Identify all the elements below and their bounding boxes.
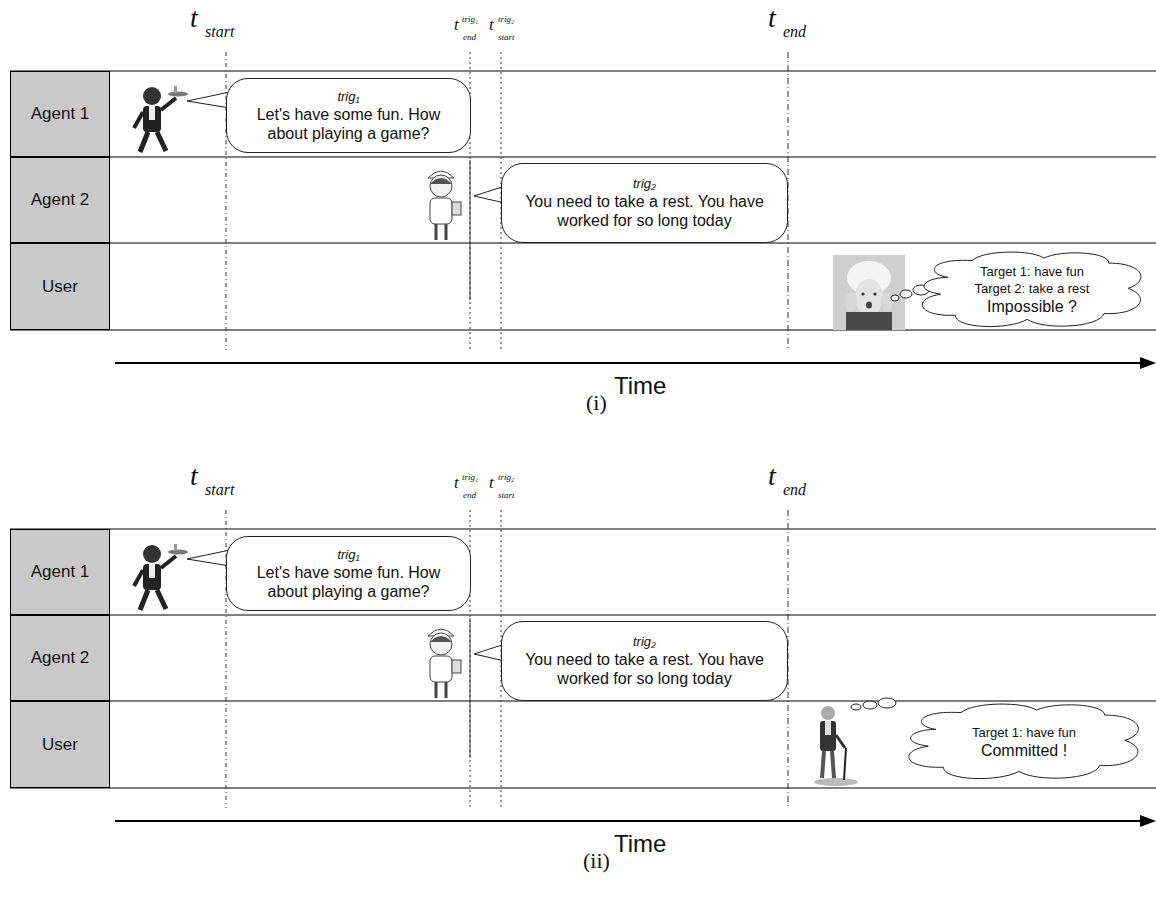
cloud-shape bbox=[922, 252, 1141, 327]
axis-label: Time bbox=[614, 374, 666, 398]
time-label: start bbox=[498, 491, 515, 500]
cloud-text: Target 1: have funCommitted ! bbox=[898, 700, 1150, 784]
drawing-part bbox=[851, 704, 861, 710]
drawing-part bbox=[825, 721, 831, 735]
drawing-part bbox=[861, 292, 864, 295]
speech-bubble: trig₂You need to take a rest. You have w… bbox=[501, 163, 788, 243]
axis-label: Time bbox=[614, 832, 666, 856]
drawing-part bbox=[832, 751, 834, 778]
time-label: t bbox=[190, 462, 198, 490]
drawing-part bbox=[878, 698, 896, 708]
thought-dots bbox=[851, 285, 929, 710]
trigger-name: trig₁ bbox=[337, 89, 359, 105]
row-header: Agent 2 bbox=[10, 157, 110, 243]
drawing-part bbox=[814, 778, 858, 786]
trigger-name: trig₁ bbox=[337, 547, 359, 563]
drawing-part bbox=[845, 292, 857, 312]
time-label: t bbox=[768, 4, 776, 32]
woman-photo bbox=[833, 255, 905, 330]
row-header: Agent 1 bbox=[10, 529, 110, 615]
time-label: end bbox=[463, 33, 476, 42]
drawing-part bbox=[820, 721, 836, 751]
time-label: t bbox=[454, 16, 459, 33]
time-label: trig₂ bbox=[498, 473, 514, 482]
node-text: Let's have some fun. How about playing a… bbox=[235, 563, 462, 601]
trigger-name: trig₂ bbox=[633, 176, 656, 192]
time-label: t bbox=[190, 4, 198, 32]
panel-caption: (ii) bbox=[583, 850, 610, 872]
thought-cloud: Target 1: have funTarget 2: take a restI… bbox=[912, 248, 1152, 332]
drawing-part bbox=[900, 290, 912, 298]
drawing-part bbox=[10, 52, 1156, 369]
drawing-part bbox=[822, 751, 824, 778]
node-text: Impossible ? bbox=[987, 297, 1077, 317]
drawing-part bbox=[836, 735, 845, 748]
time-label: start bbox=[498, 33, 515, 42]
drawing-part bbox=[844, 748, 846, 780]
node-text: You need to take a rest. You have worked… bbox=[510, 192, 779, 230]
trigger-name: trig₂ bbox=[633, 634, 656, 650]
drawing-part bbox=[873, 292, 876, 295]
node-text: Committed ! bbox=[981, 741, 1067, 761]
drawing-part bbox=[10, 510, 1156, 827]
time-label: t bbox=[768, 462, 776, 490]
node-text: Agent 2 bbox=[31, 190, 90, 210]
node-text: User bbox=[42, 735, 78, 755]
thought-cloud: Target 1: have funCommitted ! bbox=[898, 700, 1150, 784]
time-label: end bbox=[783, 24, 806, 40]
node-text: Agent 2 bbox=[31, 648, 90, 668]
drawing-part bbox=[846, 312, 892, 330]
row-header: User bbox=[10, 243, 110, 330]
node-text: Agent 1 bbox=[31, 562, 90, 582]
old-man-figure bbox=[814, 706, 858, 786]
drawing-part bbox=[863, 701, 877, 709]
drawing-part bbox=[881, 292, 893, 312]
time-label: start bbox=[205, 482, 234, 498]
node-text: Let's have some fun. How about playing a… bbox=[235, 105, 462, 143]
node-text: Agent 1 bbox=[31, 104, 90, 124]
drawing-part bbox=[866, 302, 872, 309]
node-text: User bbox=[42, 277, 78, 297]
time-label: trig₂ bbox=[498, 15, 514, 24]
cloud-text: Target 1: have funTarget 2: take a restI… bbox=[912, 248, 1152, 332]
speech-bubble: trig₁Let's have some fun. How about play… bbox=[226, 78, 471, 153]
time-label: end bbox=[463, 491, 476, 500]
drawing-part bbox=[821, 706, 835, 720]
drawing-part bbox=[833, 255, 905, 330]
row-header: User bbox=[10, 701, 110, 788]
time-label: end bbox=[783, 482, 806, 498]
speech-bubble: trig₂You need to take a rest. You have w… bbox=[501, 621, 788, 701]
time-label: t bbox=[489, 16, 494, 33]
time-label: t bbox=[454, 474, 459, 491]
time-label: trig₁ bbox=[462, 473, 478, 482]
node-text: Target 2: take a rest bbox=[975, 280, 1090, 297]
node-text: Target 1: have fun bbox=[980, 263, 1084, 280]
speech-bubble: trig₁Let's have some fun. How about play… bbox=[226, 536, 471, 611]
drawing-part bbox=[855, 279, 883, 315]
node-text: You need to take a rest. You have worked… bbox=[510, 650, 779, 688]
row-header: Agent 2 bbox=[10, 615, 110, 701]
panel-caption: (i) bbox=[586, 392, 607, 414]
row-header: Agent 1 bbox=[10, 71, 110, 157]
time-label: t bbox=[489, 474, 494, 491]
cloud-shape bbox=[909, 704, 1139, 779]
time-label: trig₁ bbox=[462, 15, 478, 24]
drawing-part bbox=[891, 295, 899, 301]
node-text: Target 1: have fun bbox=[972, 724, 1076, 741]
time-label: start bbox=[205, 24, 234, 40]
